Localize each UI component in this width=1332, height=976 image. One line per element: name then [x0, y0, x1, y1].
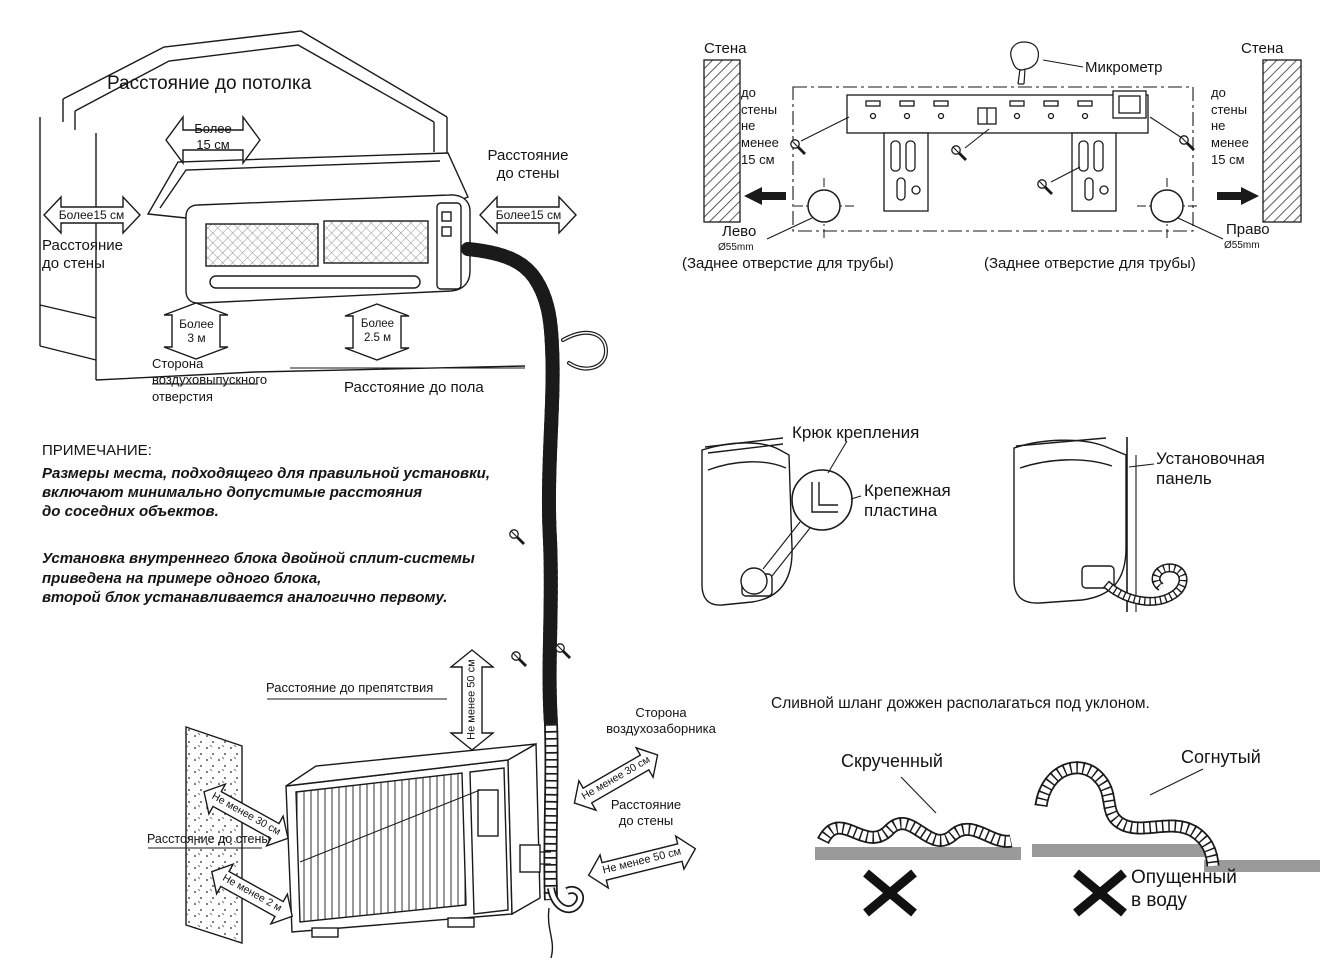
wall-label-right: Стена: [1241, 40, 1284, 57]
wall-hatch-left: [703, 59, 741, 223]
note-title: ПРИМЕЧАНИЕ:: [42, 442, 152, 459]
arrow-50cm-right: [587, 834, 697, 890]
arrow-to-wall-right: [1217, 187, 1259, 205]
arrow-2-5m: [344, 303, 410, 361]
indoor-louver: [209, 275, 421, 289]
indoor-side-panel: [436, 202, 462, 290]
left-wall-clearance-label: до стены не менее 15 см: [741, 85, 779, 167]
pipe-hole-right: [1137, 178, 1197, 238]
right-hole-label: Право: [1226, 221, 1270, 238]
x-mark-left: [863, 869, 917, 917]
twisted-hose: [817, 817, 1013, 848]
arrow-30cm-right: [573, 746, 659, 812]
screw-icon: [1036, 178, 1054, 196]
hook-detail-magnifier: [762, 469, 853, 577]
indoor-unit: [146, 152, 471, 304]
floor-bar-left: [815, 847, 1021, 860]
left-hole-diameter: Ø55mm: [718, 242, 754, 253]
outdoor-wall-left-label: Расстояние до стены: [147, 832, 271, 846]
left-hole-note: (Заднее отверстие для трубы): [682, 255, 894, 272]
right-hole-note: (Заднее отверстие для трубы): [984, 255, 1196, 272]
note-paragraph-1: Размеры места, подходящего для правильно…: [42, 465, 491, 521]
micrometer-label: Микрометр: [1085, 59, 1163, 76]
right-hole-diameter: Ø55mm: [1224, 240, 1260, 251]
floor-clearance-label: Расстояние до пола: [344, 379, 484, 396]
indoor-clearance-arrows: [43, 114, 577, 361]
wall-label-left: Стена: [704, 40, 747, 57]
bent-hose-label: Согнутый: [1181, 747, 1261, 767]
outdoor-unit: [285, 742, 541, 938]
outdoor-pipes: [519, 723, 585, 959]
outdoor-grille: [295, 772, 467, 923]
outdoor-clearance-arrows: [203, 649, 697, 926]
outlet-side-label: Сторона воздуховыпускного отверстия: [152, 356, 268, 404]
arrow-50cm-top-value: Не менее 50 см: [465, 659, 478, 740]
arrow-50cm-top: [449, 649, 495, 751]
wall-left-label: Расстояние до стены: [42, 237, 124, 272]
submerged-label: Опущенный в воду: [1131, 867, 1237, 911]
arrow-wall-right: [479, 195, 577, 235]
screw-icon: [508, 528, 526, 546]
arrow-ceiling: [165, 114, 261, 166]
arrow-wall-right-value: Более15 см: [495, 208, 562, 222]
installation-panel-label: Установочная панель: [1156, 449, 1265, 489]
ceiling-clearance-title: Расстояние до потолка: [107, 73, 312, 94]
obstacle-clearance-label: Расстояние до препятствия: [266, 680, 434, 695]
drain-hose-diagram: [815, 761, 1320, 917]
x-mark-right: [1073, 869, 1127, 917]
mounting-plate: [846, 90, 1149, 212]
twisted-hose-label: Скрученный: [841, 751, 943, 771]
intake-side-label: Сторона воздухозаборника: [606, 705, 716, 736]
outdoor-scene: [148, 649, 697, 959]
bent-hose: [1034, 761, 1220, 867]
refrigerant-hose: [461, 242, 609, 731]
note-paragraph-2: Установка внутреннего блока двойной спли…: [42, 550, 475, 606]
hand-icon: [1010, 41, 1039, 85]
mounting-panel-diagram: [703, 41, 1302, 240]
arrow-to-wall-left: [744, 187, 786, 205]
floor-bar-right-upper: [1032, 844, 1206, 857]
drain-slope-title: Сливной шланг дожжен располагаться под у…: [771, 695, 1150, 712]
leader-lines: [766, 59, 1224, 240]
screw-icon: [510, 650, 528, 668]
mounting-plate-label: Крепежная пластина: [864, 481, 951, 521]
screw-icon: [1178, 134, 1196, 152]
screw-icon: [554, 642, 572, 660]
arrow-3m-value: Более 3 м: [179, 317, 214, 346]
hose-curl: [1103, 563, 1188, 606]
floor-bar-right-lower: [1204, 860, 1320, 872]
arrow-ceiling-value: Более 15 см: [194, 121, 232, 152]
wall-hatch-right: [1262, 59, 1302, 223]
hook-label: Крюк крепления: [792, 423, 920, 442]
arrow-wall-left: [43, 195, 141, 235]
outdoor-wall-right-label: Расстояние до стены: [610, 797, 682, 828]
wall-right-label: Расстояние до стены: [487, 147, 569, 182]
screw-icon: [789, 138, 807, 156]
pipe-hole-left: [794, 178, 854, 238]
room-corner-lines: [39, 30, 526, 385]
right-wall-clearance-label: до стены не менее 15 см: [1211, 85, 1249, 167]
unit-side-view-right: [1013, 437, 1137, 612]
hook-mounting-diagram: [701, 437, 1188, 612]
left-hole-label: Лево: [722, 223, 757, 240]
indoor-grille-left: [205, 223, 319, 267]
arrow-wall-left-value: Более15 см: [58, 208, 125, 222]
indoor-grille-right: [323, 220, 429, 264]
arrow-2-5m-value: Более 2.5 м: [360, 318, 395, 344]
arrow-30cm-left: [203, 782, 289, 848]
arrow-3m: [163, 302, 229, 360]
screw-icon: [950, 144, 968, 162]
arrow-2m: [210, 862, 294, 926]
unit-side-view-left: [701, 437, 793, 606]
